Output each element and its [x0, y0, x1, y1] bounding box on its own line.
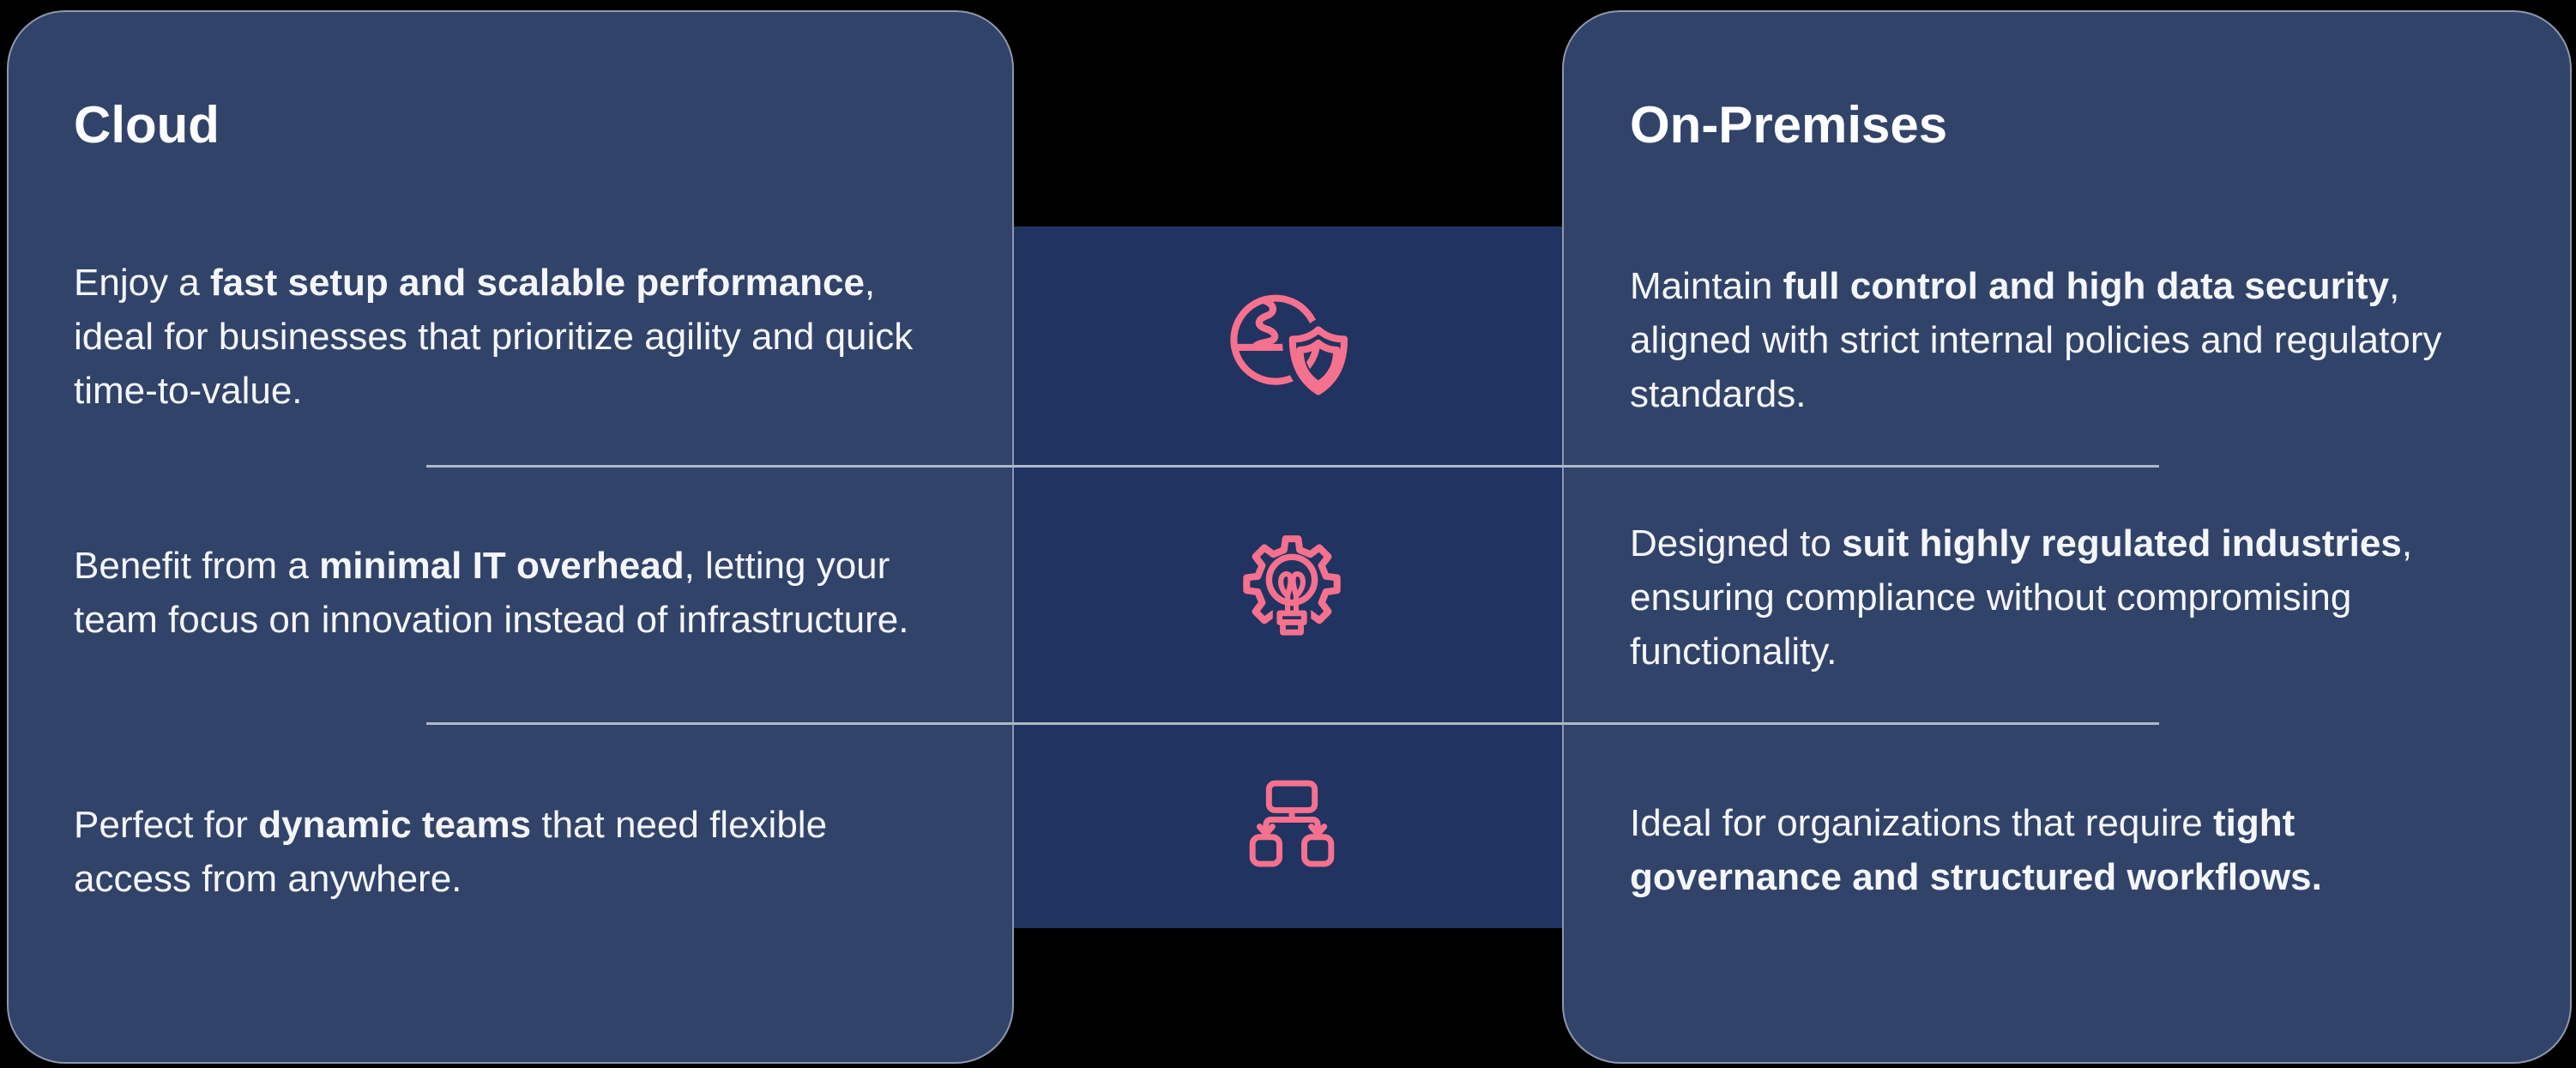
cloud-row-3: Perfect for dynamic teams that need flex… [74, 804, 828, 900]
cloud-title: Cloud [74, 96, 220, 154]
cloud-row-1: Enjoy a fast setup and scalable performa… [74, 262, 914, 412]
on-premises-rows: Maintain full control and high data secu… [1564, 12, 2570, 1062]
cloud-row-2: Benefit from a minimal IT overhead, lett… [74, 545, 909, 641]
on-premises-row-3: Ideal for organizations that require tig… [1630, 802, 2322, 898]
cloud-panel: Cloud Enjoy a fast setup and scalable pe… [7, 10, 1014, 1064]
on-premises-row-2: Designed to suit highly regulated indust… [1630, 522, 2413, 673]
org-chart-icon [1242, 776, 1342, 876]
on-premises-title: On-Premises [1630, 96, 1948, 154]
gear-lightbulb-icon [1239, 531, 1345, 656]
row-divider-1 [426, 465, 2159, 468]
on-premises-row-1: Maintain full control and high data secu… [1630, 265, 2442, 415]
row-divider-2 [426, 722, 2159, 725]
on-premises-panel: On-Premises Maintain full control and hi… [1562, 10, 2572, 1064]
globe-shield-icon [1222, 283, 1361, 409]
cloud-rows: Enjoy a fast setup and scalable performa… [9, 12, 1012, 1062]
